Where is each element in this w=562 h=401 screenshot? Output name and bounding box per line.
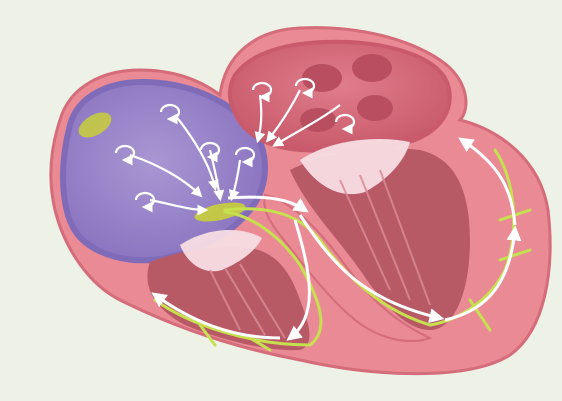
pulmonary-vein-opening [357, 95, 393, 121]
pulmonary-vein-opening [352, 54, 392, 82]
pulmonary-vein-opening [302, 64, 342, 92]
